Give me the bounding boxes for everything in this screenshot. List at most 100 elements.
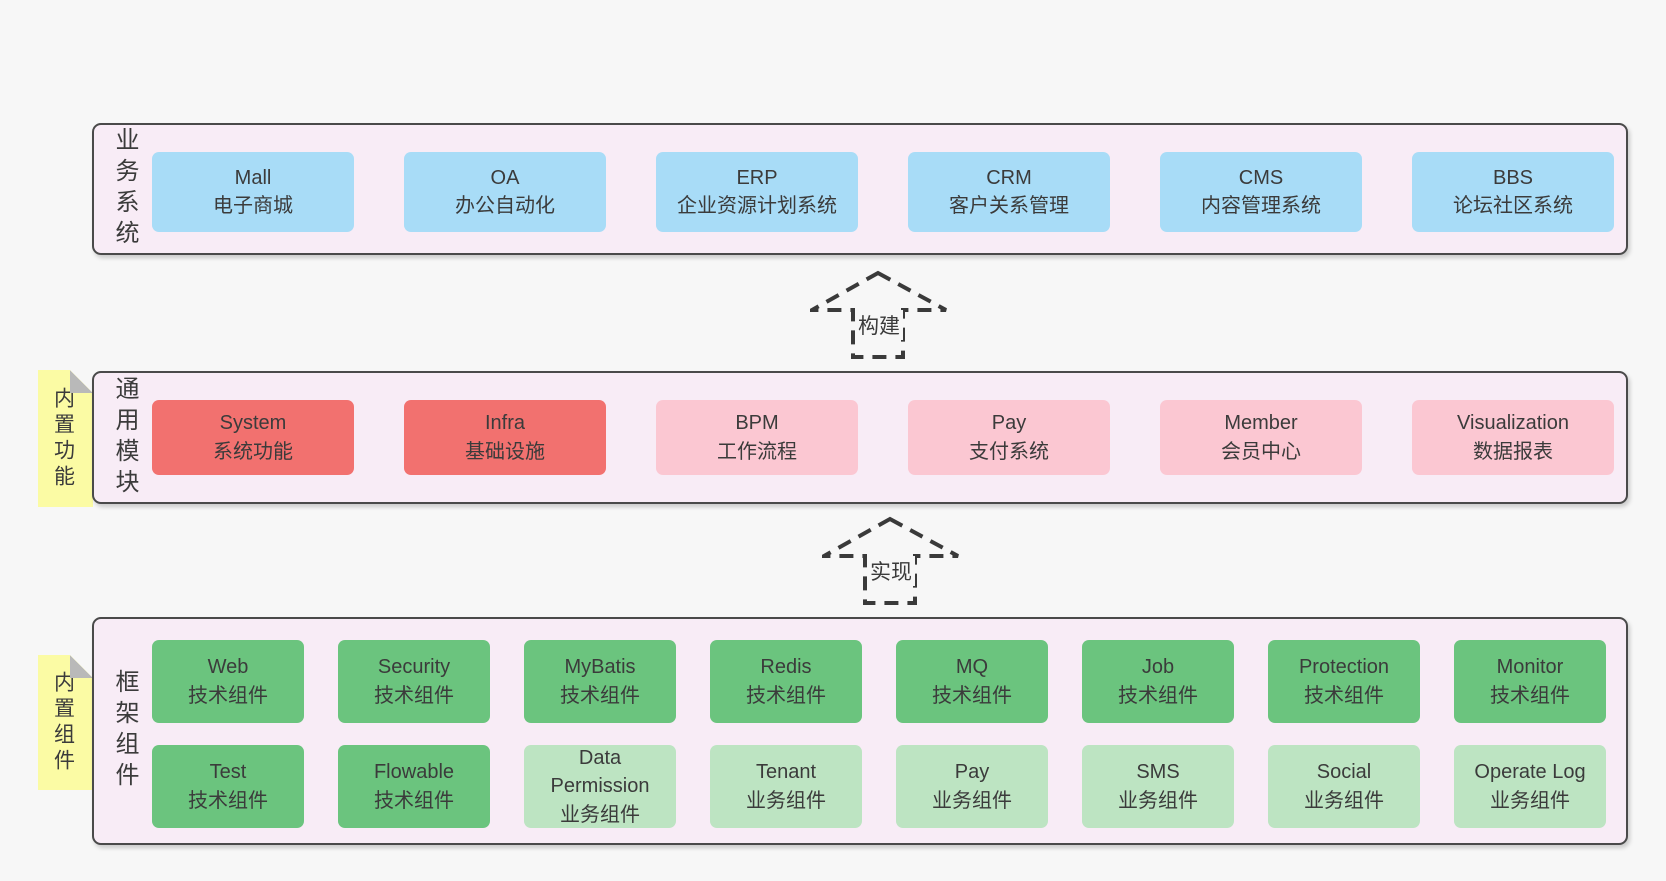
box-data-permission: Data Permission 业务组件 xyxy=(524,745,676,828)
build-arrow: 构建 xyxy=(810,270,948,360)
box-title: Web xyxy=(207,656,249,679)
sticky-fold-corner xyxy=(70,370,93,393)
box-subtitle: 办公自动化 xyxy=(455,195,555,217)
box-subtitle: 电子商城 xyxy=(213,195,293,217)
box-job: Job 技术组件 xyxy=(1082,640,1234,723)
box-subtitle: 业务组件 xyxy=(1304,789,1384,812)
box-title: Social xyxy=(1316,761,1372,784)
box-title: Test xyxy=(209,761,247,784)
box-title: Mall xyxy=(234,166,272,189)
box-web: Web 技术组件 xyxy=(152,640,304,723)
dashed-up-arrow-icon xyxy=(822,516,959,605)
box-title: Data Permission xyxy=(550,746,650,798)
panel-label-common-modules: 通用模块 xyxy=(111,375,138,500)
box-title: MQ xyxy=(955,656,989,679)
business-systems-row: Mall 电子商城 OA 办公自动化 ERP 企业资源计划系统 CRM 客户关系管理 CMS 内容… xyxy=(152,152,1614,232)
box-title: Operate Log xyxy=(1474,761,1586,784)
sticky-note-label: 内置功能 xyxy=(51,386,75,491)
box-subtitle: 业务组件 xyxy=(746,789,826,812)
box-subtitle: 基础设施 xyxy=(465,440,545,463)
box-subtitle: 技术组件 xyxy=(188,789,268,812)
box-tenant: Tenant 业务组件 xyxy=(710,745,862,828)
box-mybatis: MyBatis 技术组件 xyxy=(524,640,676,723)
box-subtitle: 企业资源计划系统 xyxy=(677,195,837,217)
box-subtitle: 系统功能 xyxy=(213,440,293,463)
box-subtitle: 技术组件 xyxy=(1490,684,1570,707)
box-title: BPM xyxy=(735,412,779,435)
box-subtitle: 技术组件 xyxy=(188,684,268,707)
box-security: Security 技术组件 xyxy=(338,640,490,723)
box-subtitle: 技术组件 xyxy=(560,684,640,707)
sticky-note-label: 内置组件 xyxy=(51,670,75,775)
sticky-note-built-in-components: 内置组件 xyxy=(38,655,93,790)
box-test: Test 技术组件 xyxy=(152,745,304,828)
box-member: Member 会员中心 xyxy=(1160,400,1362,475)
panel-common-modules: 通用模块 System 系统功能 Infra 基础设施 BPM 工作流程 Pay 支付系统 Me… xyxy=(92,371,1628,504)
sticky-fold-corner xyxy=(70,655,93,678)
dashed-up-arrow-icon xyxy=(810,270,947,359)
box-title: Pay xyxy=(954,761,990,784)
box-subtitle: 技术组件 xyxy=(746,684,826,707)
box-subtitle: 技术组件 xyxy=(1118,684,1198,707)
box-title: Monitor xyxy=(1496,656,1564,679)
box-oa: OA 办公自动化 xyxy=(404,152,606,232)
box-bbs: BBS 论坛社区系统 xyxy=(1412,152,1614,232)
box-system: System 系统功能 xyxy=(152,400,354,475)
panel-label-framework-components: 框架组件 xyxy=(111,669,138,793)
box-title: Security xyxy=(377,656,451,679)
build-arrow-label: 构建 xyxy=(855,310,903,340)
box-erp: ERP 企业资源计划系统 xyxy=(656,152,858,232)
box-cms: CMS 内容管理系统 xyxy=(1160,152,1362,232)
box-subtitle: 会员中心 xyxy=(1221,440,1301,463)
box-mall: Mall 电子商城 xyxy=(152,152,354,232)
box-subtitle: 业务组件 xyxy=(1118,789,1198,812)
box-title: Visualization xyxy=(1457,412,1569,435)
implement-arrow: 实现 xyxy=(822,516,960,606)
box-title: Pay xyxy=(991,412,1027,435)
box-subtitle: 支付系统 xyxy=(969,440,1049,463)
box-flowable: Flowable 技术组件 xyxy=(338,745,490,828)
box-title: CMS xyxy=(1238,166,1284,189)
box-operate-log: Operate Log 业务组件 xyxy=(1454,745,1606,828)
box-title: Job xyxy=(1141,656,1175,679)
box-subtitle: 技术组件 xyxy=(374,684,454,707)
box-title: MyBatis xyxy=(564,656,636,679)
box-subtitle: 技术组件 xyxy=(1304,684,1384,707)
box-subtitle: 论坛社区系统 xyxy=(1453,195,1573,217)
box-title: BBS xyxy=(1492,166,1534,189)
box-subtitle: 业务组件 xyxy=(560,803,640,826)
box-bpm: BPM 工作流程 xyxy=(656,400,858,475)
box-social: Social 业务组件 xyxy=(1268,745,1420,828)
box-subtitle: 客户关系管理 xyxy=(949,195,1069,217)
box-subtitle: 业务组件 xyxy=(932,789,1012,812)
box-crm: CRM 客户关系管理 xyxy=(908,152,1110,232)
box-title: OA xyxy=(490,166,520,189)
panel-label-business-systems: 业务系统 xyxy=(111,127,138,251)
box-title: Tenant xyxy=(755,761,817,784)
panel-business-systems: 业务系统 Mall 电子商城 OA 办公自动化 ERP 企业资源计划系统 CRM 客户关系管理… xyxy=(92,123,1628,255)
box-mq: MQ 技术组件 xyxy=(896,640,1048,723)
box-title: Redis xyxy=(760,656,812,679)
box-title: CRM xyxy=(986,166,1032,189)
box-subtitle: 内容管理系统 xyxy=(1201,195,1321,217)
box-subtitle: 技术组件 xyxy=(932,684,1012,707)
box-monitor: Monitor 技术组件 xyxy=(1454,640,1606,723)
box-infra: Infra 基础设施 xyxy=(404,400,606,475)
box-title: ERP xyxy=(736,166,778,189)
box-subtitle: 技术组件 xyxy=(374,789,454,812)
box-redis: Redis 技术组件 xyxy=(710,640,862,723)
common-modules-row: System 系统功能 Infra 基础设施 BPM 工作流程 Pay 支付系统 Member 会… xyxy=(152,400,1614,475)
box-subtitle: 工作流程 xyxy=(717,440,797,463)
box-title: Member xyxy=(1224,412,1298,435)
box-subtitle: 业务组件 xyxy=(1490,789,1570,812)
box-pay: Pay 支付系统 xyxy=(908,400,1110,475)
box-title: System xyxy=(219,412,287,435)
box-title: Flowable xyxy=(373,761,455,784)
box-title: Infra xyxy=(484,412,526,435)
